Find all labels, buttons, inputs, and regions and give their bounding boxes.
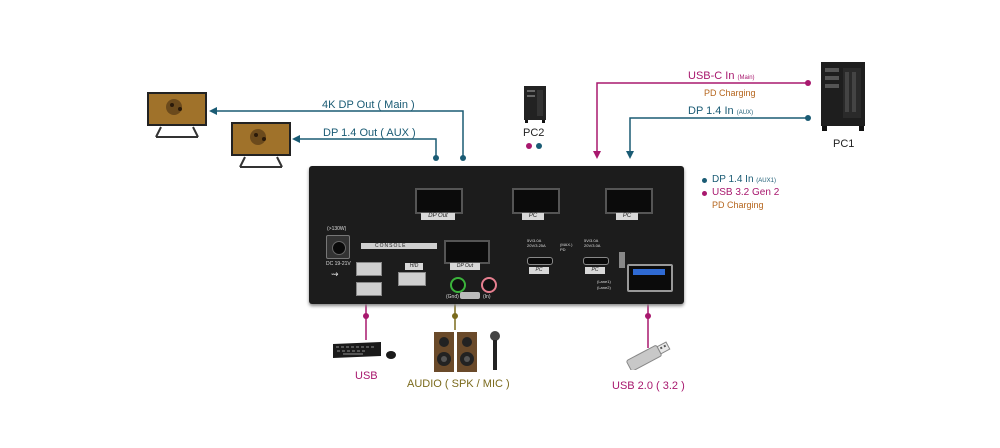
pc2-usbc-label: PC	[529, 267, 549, 274]
monitor-icon	[147, 92, 207, 138]
audio-gnd-jack	[450, 277, 466, 293]
legend-dot-magenta	[702, 191, 707, 196]
usb-symbol-icon: ⇝	[331, 269, 339, 279]
keyboard	[331, 340, 383, 360]
line-usbc-in	[596, 82, 808, 152]
microphone	[488, 330, 502, 374]
label-pc2: PC2	[523, 127, 545, 139]
spec-right: 5V/3.0A 20V/3.0A	[584, 238, 601, 248]
label-dp14-in-text: DP 1.4 In	[688, 105, 734, 117]
legend-dp-text: DP 1.4 In	[712, 174, 754, 185]
pc2-dp-port	[512, 188, 560, 214]
keyboard-icon	[333, 342, 381, 358]
lane-switch	[619, 252, 625, 268]
mouse-icon	[386, 351, 396, 359]
mouse	[385, 350, 397, 360]
lane1-label: (Lane1)	[597, 279, 611, 284]
pc2-dot-magenta	[526, 143, 532, 149]
power-w-label: (>130W)	[327, 226, 347, 232]
usb-3-2-port	[627, 264, 673, 292]
usb-a-port-3	[398, 272, 426, 286]
pc1-tower	[818, 60, 868, 132]
usb-stick	[622, 340, 674, 370]
dc-in-label: DC 19-21V	[326, 261, 351, 267]
kvm-back-panel: DP Out PC PC (>130W) DC 19-21V ⇝ CONSOLE…	[309, 166, 684, 304]
audio-switch	[460, 292, 480, 299]
pc2-dp-port-label: PC	[522, 213, 544, 220]
pc-tower-icon	[821, 62, 865, 131]
pc1-dp-port	[605, 188, 653, 214]
label-dp-out-aux: DP 1.4 Out ( AUX )	[323, 127, 416, 139]
speaker-icon	[434, 332, 477, 372]
label-usb20: USB 2.0 ( 3.2 )	[612, 380, 685, 392]
legend-dp: DP 1.4 In (AUX1)	[712, 175, 776, 185]
audio-gnd-label: (Gnd)	[446, 294, 459, 300]
pc1-dp-port-label: PC	[616, 213, 638, 220]
pc2-usbc-port	[527, 257, 553, 265]
arrow-dp-out-main	[209, 107, 217, 115]
console-bar	[361, 243, 437, 249]
pc1-usbc-label: PC	[585, 267, 605, 274]
label-usbc-in-sub: (Main)	[737, 75, 755, 81]
line-dp-out-aux	[298, 138, 437, 158]
legend-usb: USB 3.2 Gen 2	[712, 187, 780, 198]
lane2-label: (Lane2)	[597, 285, 611, 290]
label-dp14-in-sub: (AUX)	[736, 110, 754, 116]
usb-stick-icon	[626, 341, 671, 370]
speakers	[433, 330, 479, 374]
audio-in-label: (In)	[483, 294, 491, 300]
label-usbc-in: USB-C In (Main)	[688, 71, 755, 82]
audio-mic-jack	[481, 277, 497, 293]
pc-tower-icon	[524, 86, 546, 123]
label-pc1: PC1	[833, 138, 855, 150]
label-dp14-in: DP 1.4 In (AUX)	[688, 106, 753, 117]
console-label: CONSOLE	[375, 243, 407, 249]
pc1-usbc-port	[583, 257, 609, 265]
microphone-icon	[490, 331, 500, 370]
usb-a-port-1	[356, 262, 382, 276]
hid-label: HID	[405, 263, 423, 270]
console-dp-label: DP Out	[450, 263, 480, 270]
legend-dp-sub: (AUX1)	[756, 178, 776, 184]
usb-a-port-2	[356, 282, 382, 296]
legend-pd: PD Charging	[712, 200, 764, 210]
pc2-tower	[522, 84, 548, 124]
label-usb: USB	[355, 370, 378, 382]
monitor-icon	[231, 122, 291, 168]
line-dp-out-main	[215, 110, 464, 158]
dp-out-port-label: DP Out	[421, 213, 455, 220]
spec-max: (MAX.) PD	[560, 242, 573, 252]
label-dp-out-main: 4K DP Out ( Main )	[322, 99, 415, 111]
arrow-dp14-in	[626, 151, 634, 159]
arrow-usbc-in	[593, 151, 601, 159]
spec-left: 5V/3.0A 20V/3.25A	[527, 238, 546, 248]
dp-out-port	[415, 188, 463, 214]
legend-dot-teal	[702, 178, 707, 183]
dc-power-jack	[326, 235, 350, 259]
label-pd-charging-top: PD Charging	[704, 88, 756, 98]
monitor-aux	[230, 121, 292, 169]
label-usbc-in-text: USB-C In	[688, 70, 735, 82]
arrow-dp-out-aux	[292, 135, 300, 143]
dc-power-hole	[332, 241, 346, 255]
pc2-dot-teal	[536, 143, 542, 149]
line-dp14-in	[629, 117, 808, 152]
usb-3-2-blue-tongue	[633, 269, 665, 275]
console-dp-port	[444, 240, 490, 264]
monitor-main	[146, 91, 208, 139]
label-audio: AUDIO ( SPK / MIC )	[407, 378, 510, 390]
